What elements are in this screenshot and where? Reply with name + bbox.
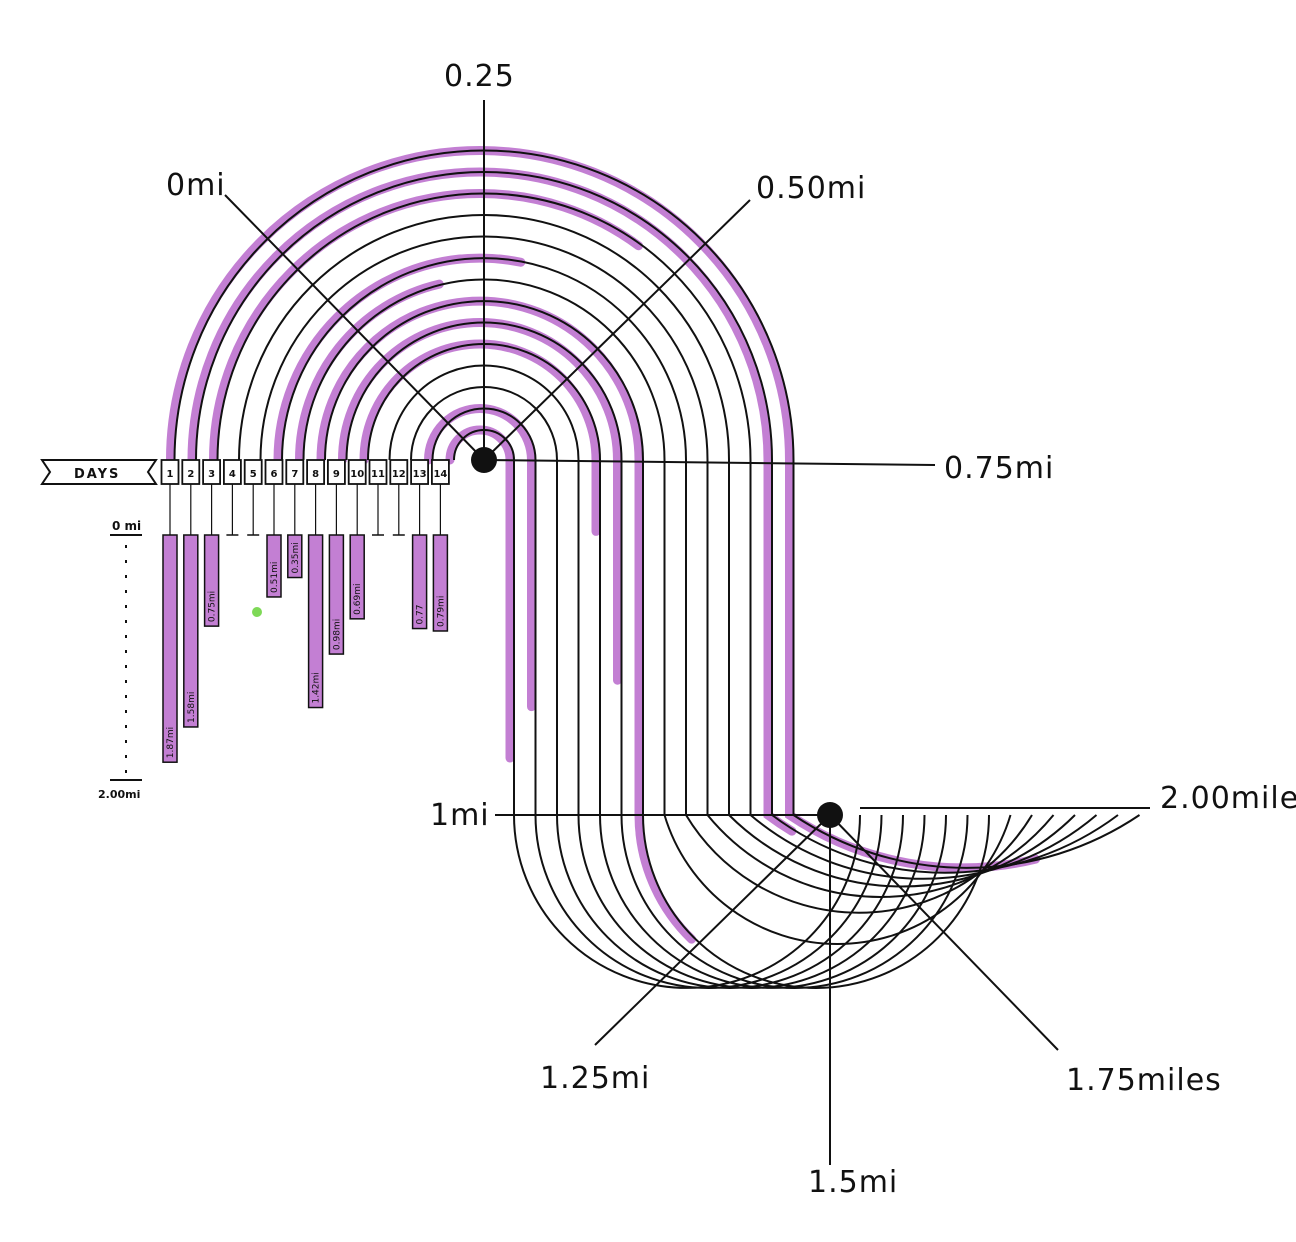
label-one-half: 1.5mi <box>808 1165 898 1200</box>
day-bar-14 <box>432 534 449 632</box>
day-value-label-8: 1.42mi <box>312 672 322 703</box>
day-value-label-7: 0.35mi <box>291 542 301 573</box>
center-dot-top <box>471 447 497 473</box>
highlight-day-10 <box>359 339 947 993</box>
highlight-day-14 <box>445 425 861 993</box>
track-day-7 <box>302 278 1012 946</box>
day-value-label-1: 1.87mi <box>166 727 176 758</box>
day-bar-2 <box>183 534 199 728</box>
highlight-day-8 <box>316 296 990 993</box>
day-number-8: 8 <box>312 469 319 480</box>
days-label: DAYS <box>74 467 120 482</box>
label-quarter: 0.25 <box>444 59 515 94</box>
day-number-7: 7 <box>291 469 298 480</box>
marker-one-three-quarter <box>829 814 1059 1051</box>
label-one: 1mi <box>430 798 490 833</box>
center-dot-bottom <box>817 802 843 828</box>
day-value-label-3: 0.75mi <box>208 591 218 622</box>
label-one-quarter: 1.25mi <box>540 1061 650 1096</box>
day-bar-10 <box>349 534 365 620</box>
track-day-4 <box>238 214 1076 888</box>
highlight-day-13 <box>424 404 882 993</box>
track-day-11 <box>388 364 926 989</box>
highlight-day-9 <box>338 318 968 993</box>
day-value-label-10: 0.69mi <box>353 584 363 615</box>
day-number-12: 12 <box>392 469 406 480</box>
day-number-3: 3 <box>208 469 215 480</box>
track-day-5 <box>259 235 1055 898</box>
day-value-label-9: 0.98mi <box>332 619 342 650</box>
day-tracks <box>173 149 1141 989</box>
day-bar-3 <box>203 534 220 627</box>
green-dot <box>252 607 262 617</box>
days-legend: 1 1.87mi 2 1.58mi 3 0.75mi 4 5 6 0.51mi 7 0.35mi 8 1.… <box>160 459 450 763</box>
day-value-label-2: 1.58mi <box>187 692 197 723</box>
label-three-quarter: 0.75mi <box>944 451 1054 486</box>
day-number-2: 2 <box>187 469 194 480</box>
marker-half <box>483 199 751 461</box>
day-number-5: 5 <box>250 469 257 480</box>
day-number-6: 6 <box>271 469 278 480</box>
day-value-label-14: 0.79mi <box>436 596 446 627</box>
day-number-11: 11 <box>371 469 385 480</box>
day-value-label-13: 0.77 <box>416 605 426 625</box>
day-bar-9 <box>328 534 345 655</box>
day-bar-1 <box>162 534 178 763</box>
day-bar-6 <box>266 534 282 598</box>
marker-three-quarter <box>483 459 936 466</box>
day-number-13: 13 <box>413 469 427 480</box>
track-day-6 <box>281 257 1033 914</box>
highlight-day-3 <box>209 189 1097 884</box>
marker-start <box>224 194 485 461</box>
track-day-14 <box>453 429 861 989</box>
mile-markers <box>224 100 1150 1165</box>
day-bar-8 <box>307 534 324 709</box>
day-number-10: 10 <box>350 469 364 480</box>
label-half: 0.50mi <box>756 171 866 206</box>
day-bar-13 <box>411 534 428 630</box>
track-day-2 <box>195 171 1119 874</box>
scale-top-label: 0 mi <box>112 519 141 533</box>
highlight-day-7 <box>295 275 1011 949</box>
track-day-3 <box>216 192 1098 880</box>
days-flag <box>40 459 158 485</box>
marker-one-quarter <box>594 814 831 1046</box>
track-day-1 <box>173 149 1141 869</box>
day-bar-7 <box>287 534 303 579</box>
track-day-8 <box>324 300 990 989</box>
track-day-13 <box>431 407 883 989</box>
highlight-day-6 <box>273 253 1033 918</box>
scale-bottom-label: 2.00mi <box>98 788 140 801</box>
day-value-label-6: 0.51mi <box>270 562 280 593</box>
track-day-10 <box>367 343 947 989</box>
track-day-9 <box>345 321 969 989</box>
day-number-4: 4 <box>229 469 236 480</box>
label-start: 0mi <box>166 168 226 203</box>
track-day-12 <box>410 386 904 989</box>
label-two: 2.00miles <box>1160 781 1296 816</box>
day-number-9: 9 <box>333 469 340 480</box>
label-one-three-quarter: 1.75miles <box>1066 1063 1222 1098</box>
day-number-1: 1 <box>167 469 174 480</box>
highlight-day-2 <box>187 167 1119 878</box>
day-number-14: 14 <box>433 469 447 480</box>
